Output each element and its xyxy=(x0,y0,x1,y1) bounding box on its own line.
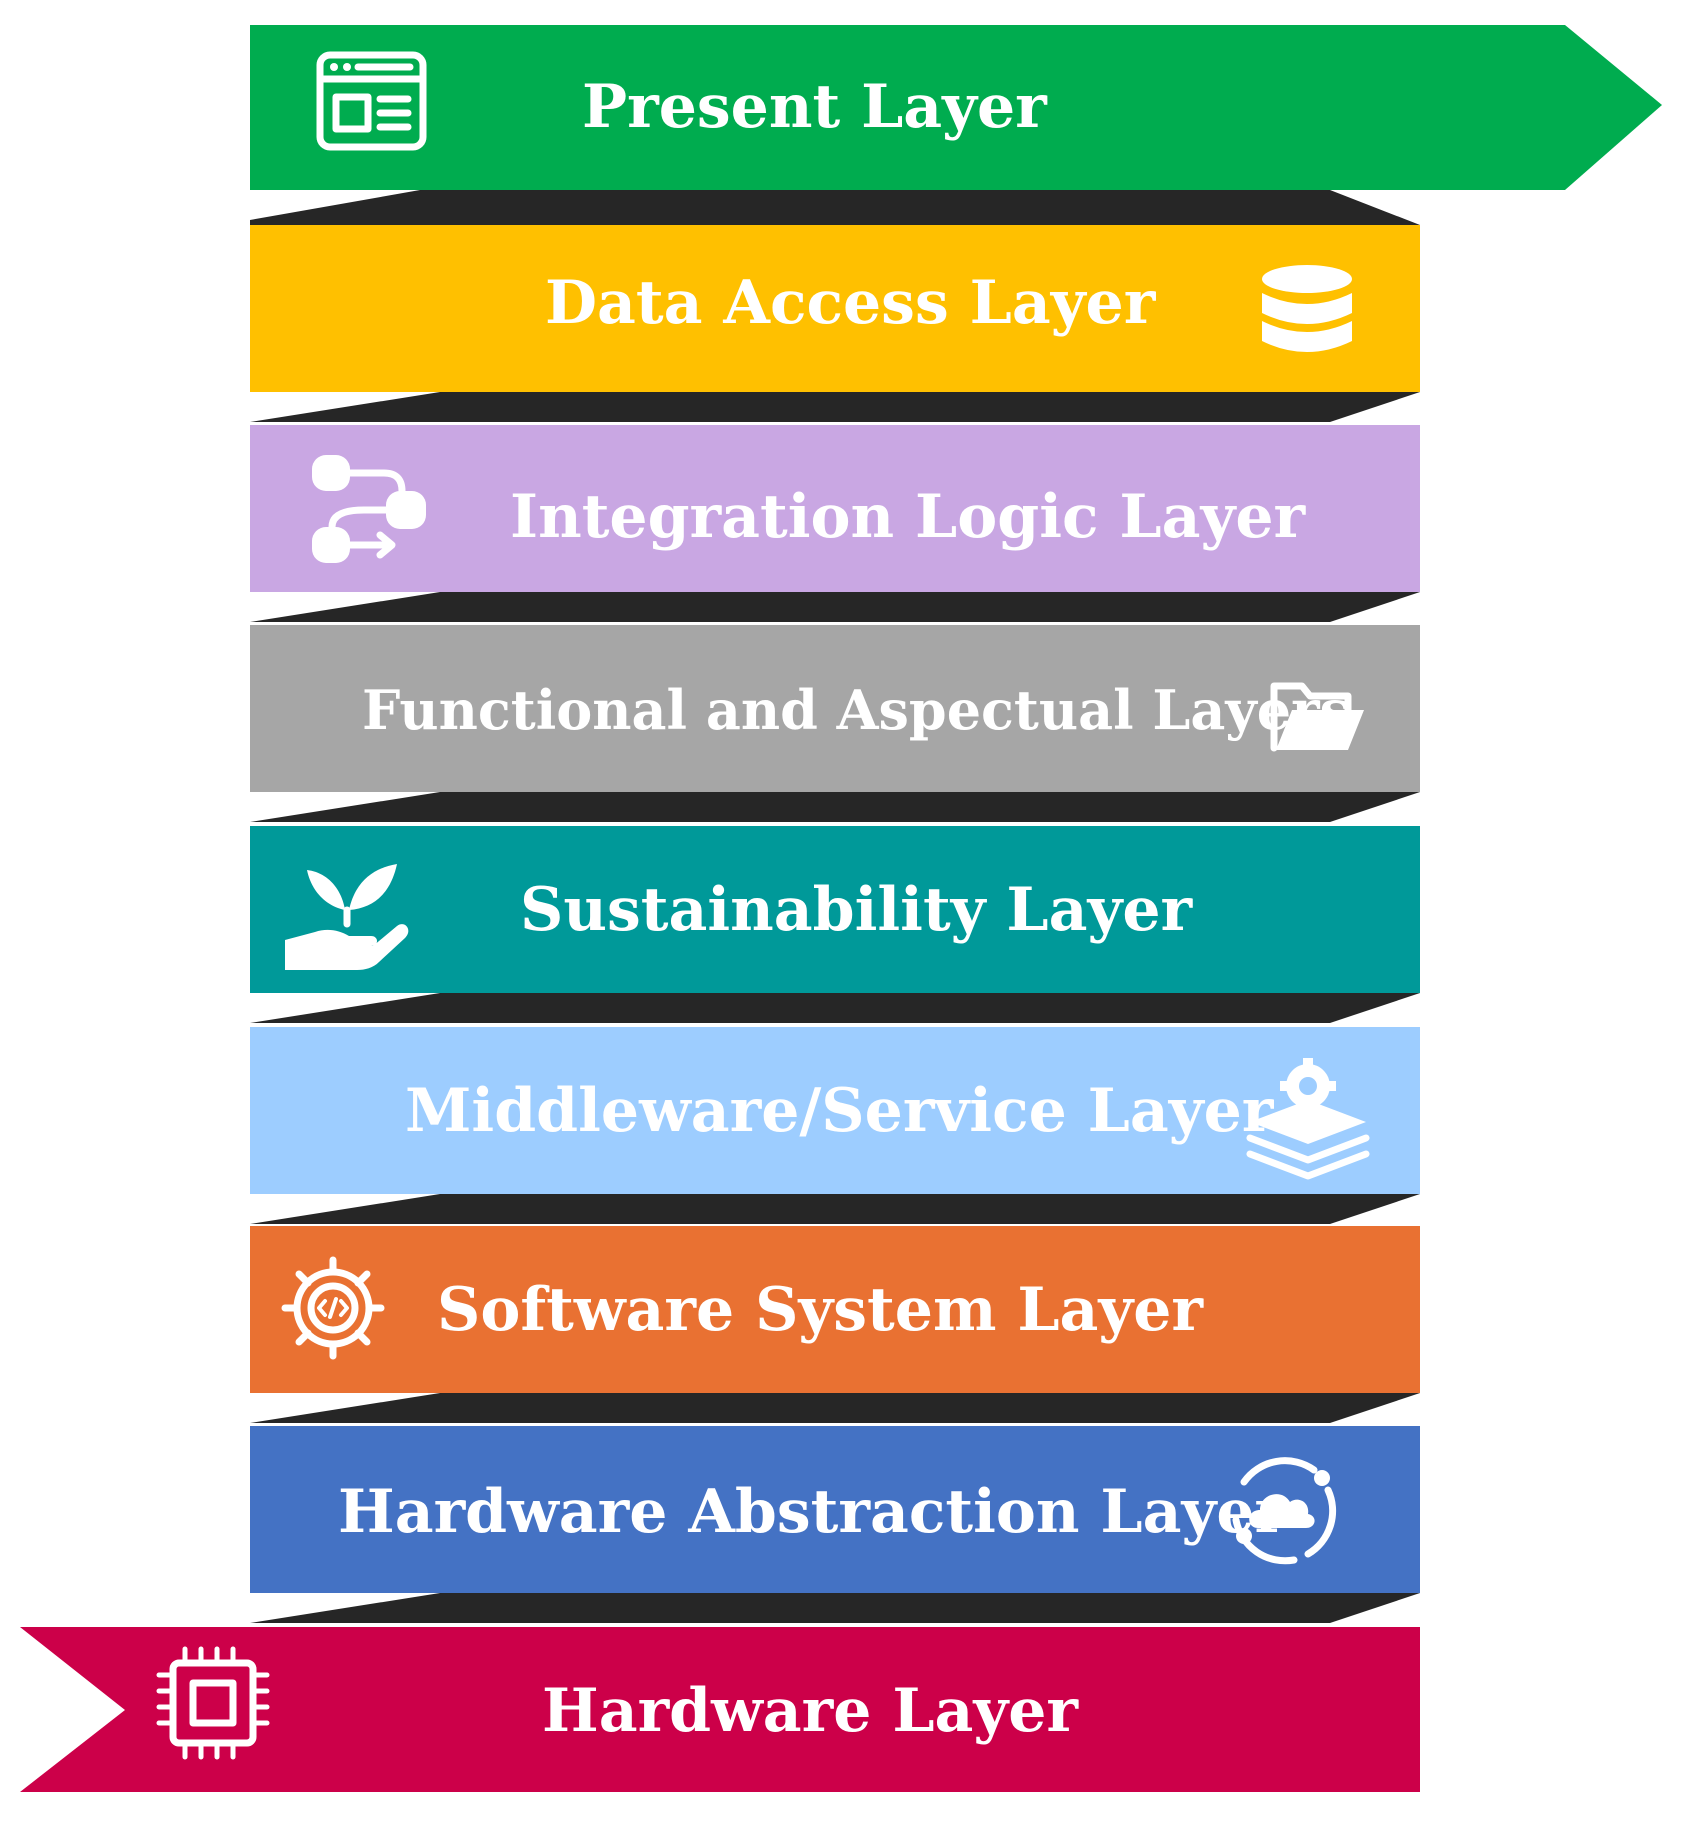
band-software-system xyxy=(250,1226,1420,1393)
band-hardware-abstraction xyxy=(250,1426,1420,1593)
cpu-chip-icon xyxy=(156,1646,270,1760)
connector-4 xyxy=(250,792,1420,822)
label-integration-logic-layer: Integration Logic Layer xyxy=(510,482,1307,552)
label-hardware-abstraction-layer: Hardware Abstraction Layer xyxy=(338,1477,1287,1547)
band-integration-logic xyxy=(250,425,1420,592)
labels: Present Layer Data Access Layer Integrat… xyxy=(338,72,1350,1746)
plant-hand-icon xyxy=(285,864,409,970)
cloud-sync-icon xyxy=(1232,1457,1337,1565)
label-present-layer: Present Layer xyxy=(582,72,1048,142)
band-sustainability xyxy=(250,826,1420,993)
band-data-access xyxy=(250,225,1420,392)
bands xyxy=(20,25,1662,1792)
band-hardware xyxy=(20,1627,1420,1792)
folder-open-icon xyxy=(1270,682,1364,752)
code-gear-icon xyxy=(281,1256,385,1360)
label-middleware-service-layer: Middleware/Service Layer xyxy=(405,1076,1275,1146)
band-functional-aspectual xyxy=(250,625,1420,792)
workflow-icon xyxy=(312,455,426,563)
band-present xyxy=(250,25,1662,190)
connector-8 xyxy=(250,1593,1420,1623)
browser-window-icon xyxy=(316,51,427,151)
connector-5 xyxy=(250,993,1420,1023)
label-data-access-layer: Data Access Layer xyxy=(545,268,1157,338)
service-stack-gear-icon xyxy=(1246,1058,1370,1180)
label-sustainability-layer: Sustainability Layer xyxy=(520,875,1194,945)
database-icon xyxy=(1262,265,1352,352)
connector-2 xyxy=(250,392,1420,422)
connector-3 xyxy=(250,592,1420,622)
connector-7 xyxy=(250,1393,1420,1423)
label-software-system-layer: Software System Layer xyxy=(437,1275,1204,1345)
label-hardware-layer: Hardware Layer xyxy=(542,1676,1079,1746)
band-middleware-service xyxy=(250,1027,1420,1194)
icons xyxy=(156,51,1370,1760)
connector-6 xyxy=(250,1194,1420,1224)
label-functional-aspectual-layers: Functional and Aspectual Layers xyxy=(362,678,1350,742)
